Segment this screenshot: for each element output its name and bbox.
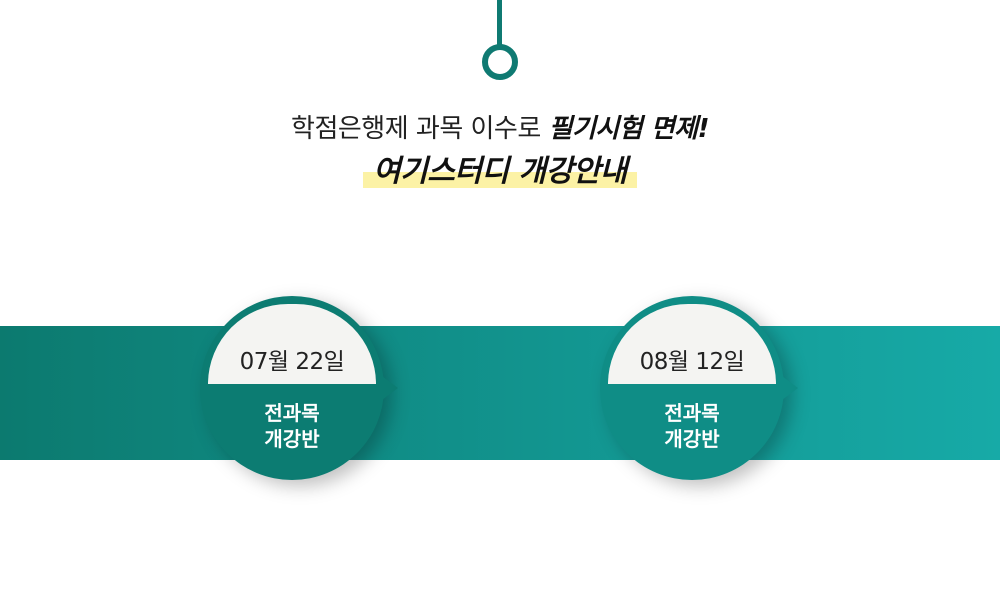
pointer-arrow-icon <box>382 376 398 400</box>
headline: 학점은행제 과목 이수로 필기시험 면제! <box>0 108 1000 145</box>
connector-ring-icon <box>482 44 518 80</box>
schedule-badge-1: 07월 22일 전과목 개강반 <box>200 296 398 480</box>
headline-emphasis: 필기시험 면제! <box>548 114 710 144</box>
schedule-label-line1: 전과목 <box>664 401 720 425</box>
schedule-label-line1: 전과목 <box>264 401 320 425</box>
schedule-badge-2: 08월 12일 전과목 개강반 <box>600 296 798 480</box>
page-title: 여기스터디 개강안내 <box>363 146 637 190</box>
schedule-date: 07월 22일 <box>239 349 345 375</box>
title-wrap: 여기스터디 개강안내 <box>0 146 1000 190</box>
timeline-band <box>0 326 1000 460</box>
schedule-label-line2: 개강반 <box>264 427 320 451</box>
pointer-arrow-icon <box>782 376 798 400</box>
schedule-label-line2: 개강반 <box>664 427 720 451</box>
schedule-label: 전과목 개강반 <box>200 400 384 452</box>
schedule-date: 08월 12일 <box>639 349 745 375</box>
headline-text: 학점은행제 과목 이수로 <box>291 114 549 144</box>
connector-line <box>497 0 502 46</box>
schedule-label: 전과목 개강반 <box>600 400 784 452</box>
